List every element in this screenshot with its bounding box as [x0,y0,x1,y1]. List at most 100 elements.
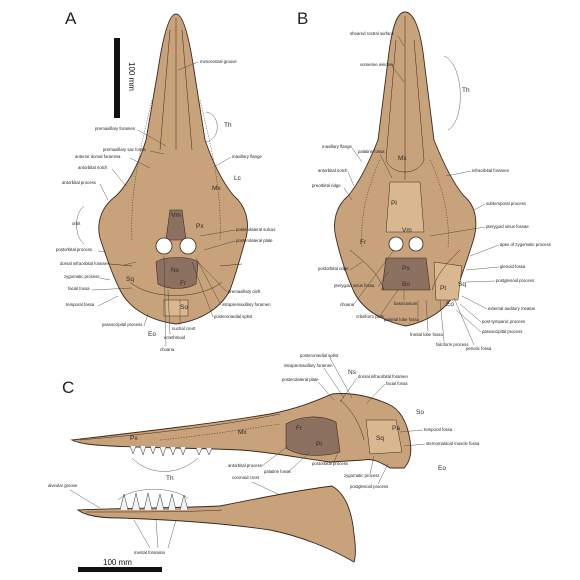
panel-letter-c: C [62,378,74,397]
skull-lateral-view [70,393,412,469]
leader-a-premaxillary-sac-fossa [149,150,165,155]
abbr-c-eo: Eo [438,465,446,472]
abbr-c-fr: Fr [296,425,303,432]
leader-a-anterior-dorsal-foramina [129,157,151,169]
skull-b-pterygoids [385,181,425,233]
skull-c-orbit-region [285,416,341,456]
leader-b-paraoccipital-process [455,309,482,333]
mandible-teeth [119,492,189,511]
leader-b-subtemporal-process [473,203,486,211]
skull-b-dotted-lines [361,159,449,249]
leader-b-falciform-process [439,299,445,342]
leader-a-paraoccipital-process [143,313,149,327]
label-a-zygomatic-process: zygomatic process [64,274,100,279]
abbr-a-vm: Vm [171,212,181,219]
label-a-antorbital-notch: antorbital notch [78,165,108,170]
label-b-palatine-fossa: palatine fossa [358,149,385,154]
leader-b-frontal-lobe-fossa [425,299,429,332]
leader-c-facial-fossa [365,383,386,405]
label-a-facial-fossa: facial fossa [68,286,90,291]
label-b-post-tympanic-process: post-tympanic process [482,319,525,324]
leader-c-palatine-fossa [287,451,311,473]
label-b-maxillary-flange: maxillary flange [322,144,352,149]
leader-c-postorbital-process [333,451,339,463]
skull-b-left-choana [388,236,404,252]
leader-b-postorbital-ridge [349,261,363,271]
skull-a-premaxilla-sutures [159,29,193,151]
abbr-a-sq: Sq [126,276,134,283]
th-bracket-b [443,55,461,131]
label-a-postorbital-process: postorbital process [56,247,92,252]
label-b-periotic-fossa: periotic fossa [466,346,492,351]
abbr-a-px: Px [196,223,204,230]
label-b-antorbital-notch: antorbital notch [318,168,348,173]
label-c-sternomastoid-muscle-fossa: sternomastoid muscle fossa [426,441,480,446]
panel-letter-a: A [65,9,77,28]
label-b-apex-zygomatic-process: apex of zygomatic process [500,242,551,247]
label-c-postglenoid-process: postglenoid process [350,484,388,489]
label-a-posterolateral-sulcus: posterolateral sulcus [236,227,275,232]
skull-a-supraoccipital [163,299,189,317]
label-b-vomerine-window: vomerine window [360,62,394,67]
leader-c-antorbital-process [261,445,289,467]
label-b-pterygoid-sinus-fossa: pterygoid sinus fossa [334,283,375,288]
leader-a-mesorostral-groove [177,61,199,71]
label-c-temporal-fossa: temporal fossa [424,427,453,432]
skull-c-supraoccipital-suture [339,399,365,441]
leader-a-posterolateral-plate [203,240,236,251]
abbr-a-mx: Mx [212,185,221,192]
label-b-falciform-process: falciform process [436,342,468,347]
leader-b-glenoid-fossa [465,266,500,271]
leader-a-antorbital-process [99,183,109,201]
vertical-scale-label: 100 mm [127,62,136,91]
leader-b-maxillary-flange [351,147,363,163]
abbr-b-pt: Pt [440,285,446,292]
leader-b-pterygoid-sinus-fossa [377,271,389,288]
label-a-choana: choana [160,347,175,352]
abbr-a-eo: Eo [148,331,156,338]
skull-a-postorbital-sutures [109,263,243,267]
label-c-posterolateral-plate: posterolateral plate [282,377,319,382]
skull-a-right-naris [179,237,197,255]
label-a-temporal-fossa: temporal fossa [66,302,95,307]
label-b-preorbital-ridge: preorbital ridge [312,183,341,188]
label-c-alveolar-groove: alveolar groove [48,483,78,488]
th-bracket-c [131,457,199,472]
leader-a-antorbital-notch [111,168,127,187]
leader-b-periotic-fossa [453,297,475,346]
label-a-intrapremaxillary-foramen: intrapremaxillary foramen [222,302,271,307]
leader-b-choana [353,249,395,305]
label-b-pterygoid-sinus-fossae: pterygoid sinus fossae [486,224,529,229]
leader-a-choana [163,255,167,347]
label-c-postorbital-process: postorbital process [312,461,348,466]
vertical-scale-bar [114,38,120,118]
leader-a-ectethmoid [167,289,171,335]
leader-b-vomerine-window [391,65,405,83]
leader-a-premaxillary-cleft [197,261,228,293]
label-b-frontal-lobe-fossa: frontal lobe fossa [410,332,443,337]
mandible-outline [76,485,356,563]
abbr-c-ns: Ns [348,369,357,376]
abbr-a-th: Th [224,122,232,129]
leader-c-zygomatic-process [369,455,375,475]
label-c-antorbital-process: antorbital process [228,463,262,468]
abbr-b-ps: Ps [402,265,410,272]
skull-b-right-choana [408,236,424,252]
th-bracket-mandible [117,489,189,501]
label-a-ectethmoid: ectethmoid [164,335,186,340]
skull-c-dotted-line [159,423,281,441]
leader-a-zygomatic-process [99,277,111,281]
leader-c-dorsal-infraorbital-foramen [339,377,358,403]
leader-b-post-tympanic-process [459,303,482,323]
skull-c-squamosal [365,419,403,455]
label-b-external-auditory-meatus: external auditory meatus [488,306,535,311]
label-a-mesorostral-groove: mesorostral groove [200,59,237,64]
label-a-premaxillary-sac-fossa: premaxillary sac fossa [103,147,146,152]
skull-a-nuchal-suture [129,281,223,296]
leader-c-sternomastoid-muscle-fossa [403,443,426,447]
label-b-choana: choana [340,302,355,307]
label-b-postorbital-ridge: postorbital ridge [318,266,349,271]
skull-dorsal-view [98,13,248,325]
label-c-palatine-fossa: palatine fossa [264,469,291,474]
